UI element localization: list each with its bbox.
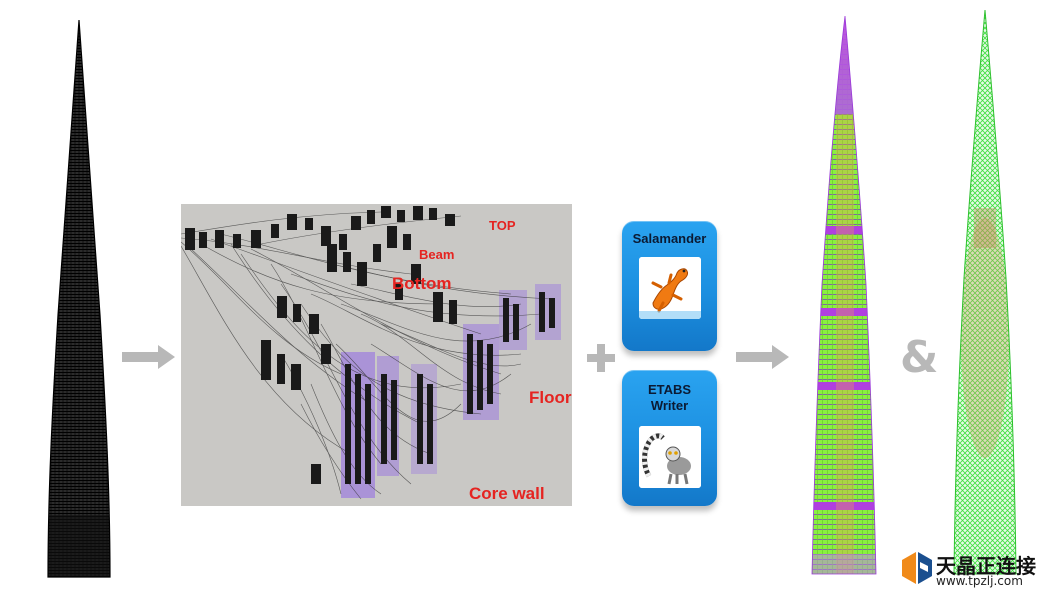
arrow-right-icon — [122, 345, 175, 369]
etabs-title-line1: ETABS — [647, 382, 692, 397]
watermark-url: www.tpzlj.com — [936, 574, 1023, 588]
watermark-logo-icon — [902, 552, 932, 584]
lemur-icon — [639, 426, 701, 488]
ampersand-symbol: & — [900, 332, 939, 383]
label-core-wall: Core wall — [469, 484, 545, 503]
grasshopper-canvas: TOP Beam Bottom Floors Core wall — [181, 204, 572, 506]
green-wireframe-tower — [953, 9, 1017, 575]
salamander-icon — [639, 257, 701, 319]
black-wireframe-tower — [47, 19, 111, 578]
salamander-plugin-tile: Salamander — [622, 221, 717, 351]
analysis-model-tower — [811, 15, 877, 575]
salamander-title: Salamander — [632, 231, 707, 246]
label-top: TOP — [489, 218, 516, 233]
watermark: 天晶正连接 www.tpzlj.com — [898, 548, 1058, 592]
etabs-writer-plugin-tile: ETABS Writer — [622, 370, 717, 506]
watermark-name: 天晶正连接 — [936, 554, 1036, 578]
label-beam: Beam — [419, 247, 455, 262]
node-graph — [181, 206, 561, 500]
arrow-right-icon — [736, 345, 789, 369]
label-bottom: Bottom — [392, 274, 452, 293]
plus-icon — [587, 344, 615, 372]
etabs-title-line2: Writer — [650, 398, 689, 413]
label-floors: Floors — [529, 388, 572, 407]
